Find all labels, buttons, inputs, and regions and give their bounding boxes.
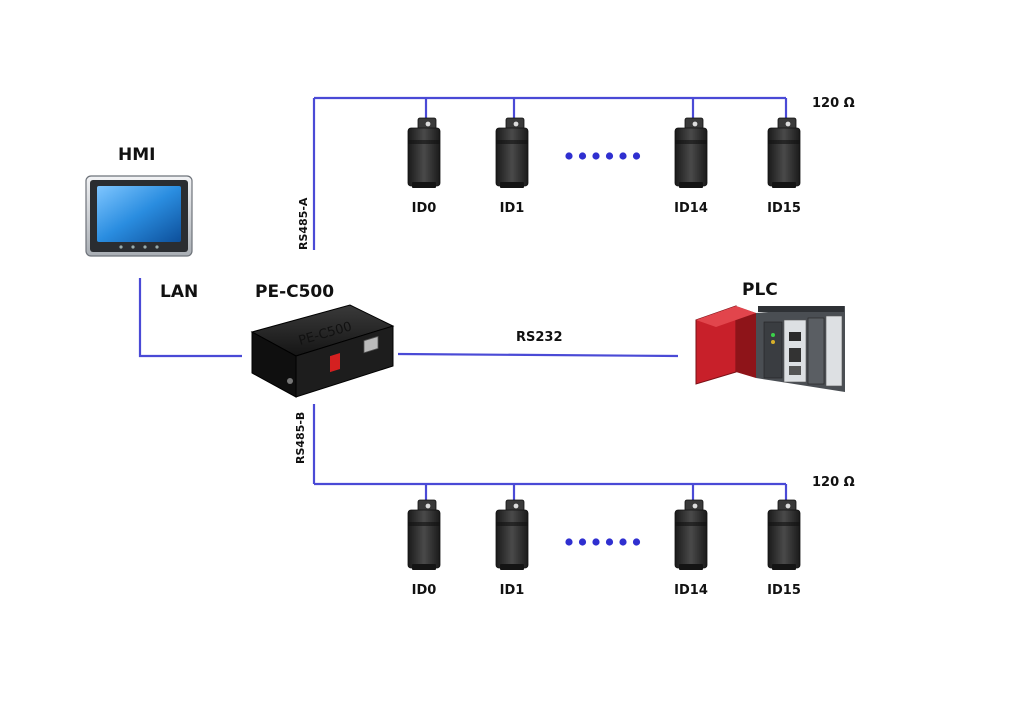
sensor-id-label: ID14 [674,201,708,216]
ellipsis-dot [632,152,641,160]
bus-a-ellipsis [565,152,641,160]
sensor-id-label: ID14 [674,583,708,598]
hmi-device [85,175,193,257]
sensor-id-label: ID15 [767,201,801,216]
gateway-label: PE-C500 [255,282,334,302]
sensor-device [407,117,441,188]
terminator-a-label: 120 Ω [812,96,855,111]
sensor-id-label: ID15 [767,583,801,598]
ellipsis-dot [605,152,614,160]
ellipsis-dot [619,538,627,546]
lan-label: LAN [160,282,198,302]
ellipsis-dot [632,538,641,546]
rs485-b-label: RS485-B [294,412,307,464]
gateway-device: PE-C500 [250,304,395,398]
ellipsis-dot [592,152,600,160]
bus-b-devices: ID0 ID1 ID14 ID15 [407,499,801,598]
sensor-id-label: ID1 [500,201,525,216]
ellipsis-dot [565,152,573,160]
ellipsis-dot [578,152,587,160]
sensor-device [407,499,441,570]
terminator-b-label: 120 Ω [812,475,855,490]
sensor-device [767,117,801,188]
sensor-device [767,499,801,570]
ellipsis-dot [605,538,614,546]
rs232-label: RS232 [516,330,563,345]
sensor-device [674,499,708,570]
rs485-a-label: RS485-A [297,197,310,250]
wire-rs232 [397,352,679,358]
sensor-id-label: ID0 [412,583,437,598]
ellipsis-dot [592,538,600,546]
sensor-id-label: ID0 [412,201,437,216]
hmi-label: HMI [118,145,155,165]
sensor-device [674,117,708,188]
sensor-device [495,499,529,570]
plc-label: PLC [742,280,778,300]
ellipsis-dot [578,538,587,546]
bus-a-devices: ID0 ID1 ID14 ID15 [407,117,801,216]
plc-device [695,305,845,392]
ellipsis-dot [619,152,627,160]
ellipsis-dot [565,538,573,546]
sensor-device [495,117,529,188]
wire-lan [138,278,242,358]
sensor-id-label: ID1 [500,583,525,598]
bus-b-ellipsis [565,538,641,546]
